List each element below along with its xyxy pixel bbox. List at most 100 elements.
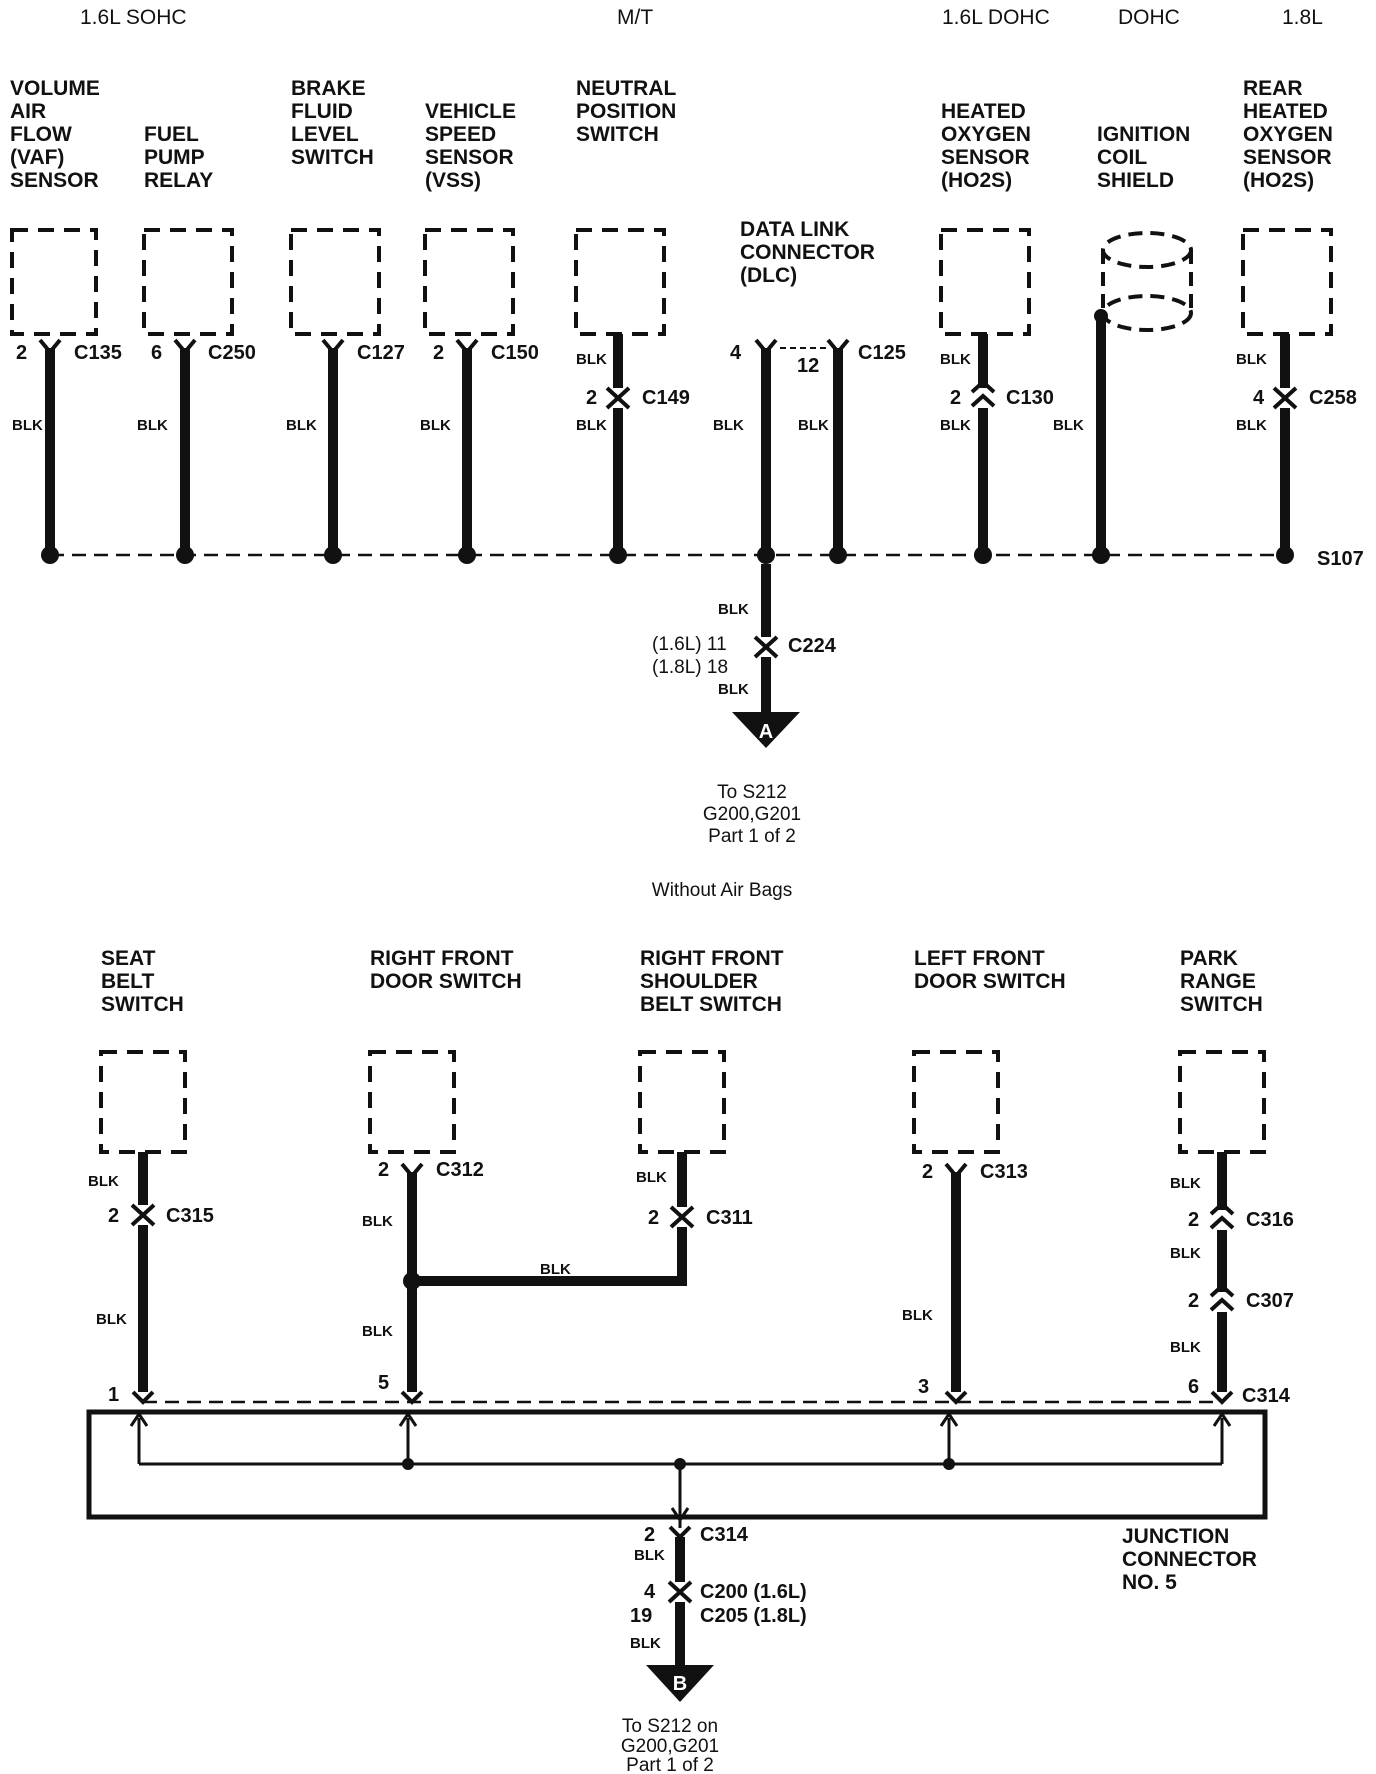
component-box-vss (423, 228, 515, 336)
svg-text:C258: C258 (1309, 387, 1357, 409)
svg-text:BRAKE: BRAKE (291, 77, 366, 100)
svg-text:C316: C316 (1246, 1209, 1294, 1231)
svg-text:C150: C150 (491, 342, 539, 364)
svg-text:C127: C127 (357, 342, 405, 364)
label-ignition-coil-shield: IGNITION COIL SHIELD (1097, 123, 1190, 192)
junction-connector-label: JUNCTION CONNECTOR NO. 5 (1122, 1525, 1257, 1594)
svg-text:To S212 on: To S212 on (622, 1716, 718, 1737)
svg-text:BLK: BLK (1236, 417, 1267, 434)
svg-text:1: 1 (108, 1384, 119, 1406)
svg-text:2: 2 (586, 387, 597, 409)
svg-text:NEUTRAL: NEUTRAL (576, 77, 676, 100)
svg-text:To S212: To S212 (717, 782, 787, 803)
svg-text:4: 4 (730, 342, 742, 364)
svg-text:SEAT: SEAT (101, 947, 156, 970)
svg-text:(DLC): (DLC) (740, 264, 797, 287)
splice-bus-s107 (41, 546, 1294, 564)
svg-text:BLK: BLK (636, 1169, 667, 1186)
svg-text:C250: C250 (208, 342, 256, 364)
svg-text:PUMP: PUMP (144, 146, 205, 169)
svg-text:BLK: BLK (576, 417, 607, 434)
svg-text:BLK: BLK (1170, 1175, 1201, 1192)
svg-text:(HO2S): (HO2S) (1243, 169, 1314, 192)
svg-text:C130: C130 (1006, 387, 1054, 409)
svg-text:BLK: BLK (940, 351, 971, 368)
ignition-coil-shield-symbol (1094, 231, 1193, 332)
svg-text:DATA LINK: DATA LINK (740, 218, 849, 241)
component-box-rf-door-switch (368, 1050, 456, 1154)
downlead-a: A (732, 564, 800, 748)
svg-text:NO. 5: NO. 5 (1122, 1571, 1177, 1594)
svg-text:IGNITION: IGNITION (1097, 123, 1190, 146)
label-brake-fluid-level-switch: BRAKE FLUID LEVEL SWITCH (291, 77, 374, 169)
marker-a-triangle (732, 712, 800, 748)
svg-text:2: 2 (1188, 1209, 1199, 1231)
svg-text:BLK: BLK (1170, 1339, 1201, 1356)
svg-text:SPEED: SPEED (425, 123, 496, 146)
component-box-seat-belt-switch (99, 1050, 187, 1154)
header-1: 1.6L SOHC (80, 6, 187, 29)
svg-text:SENSOR: SENSOR (10, 169, 99, 192)
component-box-rear-ho2s (1241, 228, 1333, 336)
svg-text:OXYGEN: OXYGEN (1243, 123, 1333, 146)
svg-text:6: 6 (1188, 1376, 1199, 1398)
top-wire-color-labels: BLK BLK BLK BLK BLK BLK BLK BLK BLK BLK … (12, 351, 1267, 434)
svg-text:LEFT FRONT: LEFT FRONT (914, 947, 1045, 970)
svg-text:BLK: BLK (420, 417, 451, 434)
svg-text:2: 2 (1188, 1290, 1199, 1312)
svg-text:BLK: BLK (576, 351, 607, 368)
wire-color-a1: BLK (718, 601, 749, 618)
svg-text:C307: C307 (1246, 1290, 1294, 1312)
svg-text:HEATED: HEATED (1243, 100, 1328, 123)
top-pin-labels: 2 C135 6 C250 C127 2 C150 2 C149 4 12 C1… (16, 342, 1357, 409)
svg-text:4: 4 (1253, 387, 1265, 409)
svg-text:2: 2 (433, 342, 444, 364)
svg-text:G200,G201: G200,G201 (703, 804, 801, 825)
header-5: 1.8L (1282, 6, 1323, 29)
svg-text:C312: C312 (436, 1159, 484, 1181)
svg-text:RELAY: RELAY (144, 169, 213, 192)
svg-text:LEVEL: LEVEL (291, 123, 359, 146)
svg-text:Part 1 of 2: Part 1 of 2 (626, 1755, 714, 1774)
svg-text:SWITCH: SWITCH (291, 146, 374, 169)
down-a-pin-2: (1.8L) 18 (652, 657, 728, 678)
label-seat-belt-switch: SEAT BELT SWITCH (101, 947, 184, 1016)
svg-text:C135: C135 (74, 342, 122, 364)
svg-text:BLK: BLK (137, 417, 168, 434)
svg-text:2: 2 (16, 342, 27, 364)
svg-text:C311: C311 (706, 1207, 753, 1229)
top-wires (45, 318, 1290, 555)
svg-text:BLK: BLK (88, 1173, 119, 1190)
header-2: M/T (617, 6, 653, 29)
svg-text:2: 2 (950, 387, 961, 409)
svg-text:12: 12 (797, 355, 819, 377)
svg-text:AIR: AIR (10, 100, 46, 123)
down-a-pin-1: (1.6L) 11 (652, 634, 727, 655)
component-box-ho2s (939, 228, 1031, 336)
label-dlc: DATA LINK CONNECTOR (DLC) (740, 218, 875, 287)
svg-text:SHIELD: SHIELD (1097, 169, 1174, 192)
bottom-pin-labels: 2 C315 2 C312 2 C311 2 C313 2 C316 2 C30… (108, 1159, 1294, 1407)
section-title: Without Air Bags (652, 880, 792, 901)
down-a-connector: C224 (788, 635, 837, 657)
marker-b-label: B (673, 1673, 687, 1695)
marker-a-label: A (759, 721, 773, 743)
svg-text:BLK: BLK (12, 417, 43, 434)
svg-text:BELT: BELT (101, 970, 154, 993)
svg-text:VEHICLE: VEHICLE (425, 100, 516, 123)
svg-text:G200,G201: G200,G201 (621, 1736, 719, 1757)
bottom-wire-color-labels: BLK BLK BLK BLK BLK BLK BLK BLK BLK BLK (88, 1169, 1201, 1356)
svg-text:HEATED: HEATED (941, 100, 1026, 123)
svg-text:6: 6 (151, 342, 162, 364)
label-vaf-sensor: VOLUME AIR FLOW (VAF) SENSOR (10, 77, 100, 192)
label-park-range-switch: PARK RANGE SWITCH (1180, 947, 1263, 1016)
svg-text:C314: C314 (1242, 1385, 1291, 1407)
label-neutral-position-switch: NEUTRAL POSITION SWITCH (576, 77, 676, 146)
component-box-brake-fluid (289, 228, 381, 336)
svg-text:BLK: BLK (286, 417, 317, 434)
down-b-connector-1: C314 (700, 1524, 749, 1546)
svg-text:DOOR SWITCH: DOOR SWITCH (914, 970, 1066, 993)
svg-text:BLK: BLK (902, 1307, 933, 1324)
svg-text:BLK: BLK (713, 417, 744, 434)
